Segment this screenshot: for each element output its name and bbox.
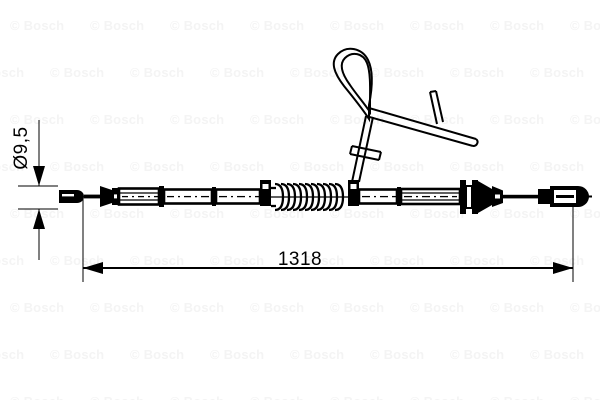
conduit-joint-mid	[212, 187, 216, 206]
diameter-dimension-arrows	[33, 166, 45, 229]
mid-conduit-c	[357, 188, 399, 205]
bracket-descend-left	[351, 115, 367, 183]
left-clip-block	[260, 180, 271, 206]
conduit-joint-left	[159, 186, 164, 207]
arrowhead-right	[553, 262, 573, 274]
arrowhead-left	[83, 262, 103, 274]
bracket-arm-bottom	[365, 115, 474, 147]
bracket-arm-tab-cap	[429, 90, 437, 93]
length-dimension-label: 1318	[277, 249, 323, 270]
bracket-eyelet-inner	[340, 52, 372, 116]
bracket-arm-top	[368, 107, 477, 140]
bracket-eyelet-outer	[332, 47, 373, 123]
bracket-arm-tab-right	[435, 90, 444, 123]
right-end-nipple	[538, 186, 592, 207]
bracket-arm-tip	[472, 138, 479, 148]
mid-conduit-a	[162, 188, 214, 205]
bracket-crossbar-cap-left	[349, 145, 353, 155]
left-ribbed-sleeve	[117, 187, 161, 206]
left-taper-collar	[100, 186, 119, 207]
bracket-crossbar-top	[351, 145, 382, 153]
bracket-crossbar-cap-right	[378, 151, 382, 161]
diameter-dimension-label: Ø9,5	[11, 126, 32, 170]
bracket-arm-tab-left	[429, 91, 438, 125]
left-end-nipple	[59, 190, 85, 203]
bracket-wire	[332, 47, 479, 183]
left-rod	[84, 194, 100, 199]
mid-conduit-b	[214, 188, 262, 205]
diameter-arrowhead-top	[33, 166, 45, 186]
length-dimension	[82, 196, 574, 282]
right-ribbed-sleeve	[399, 187, 462, 206]
length-dimension-arrows	[83, 262, 573, 274]
conduit-joint-right	[397, 187, 401, 206]
right-flange-collar	[460, 180, 478, 214]
bracket-crossbar-bottom	[349, 153, 380, 161]
right-taper-cone	[478, 181, 503, 213]
diameter-arrowhead-bottom	[33, 209, 45, 229]
cable-assembly	[59, 180, 592, 214]
right-clip-block	[348, 180, 359, 206]
